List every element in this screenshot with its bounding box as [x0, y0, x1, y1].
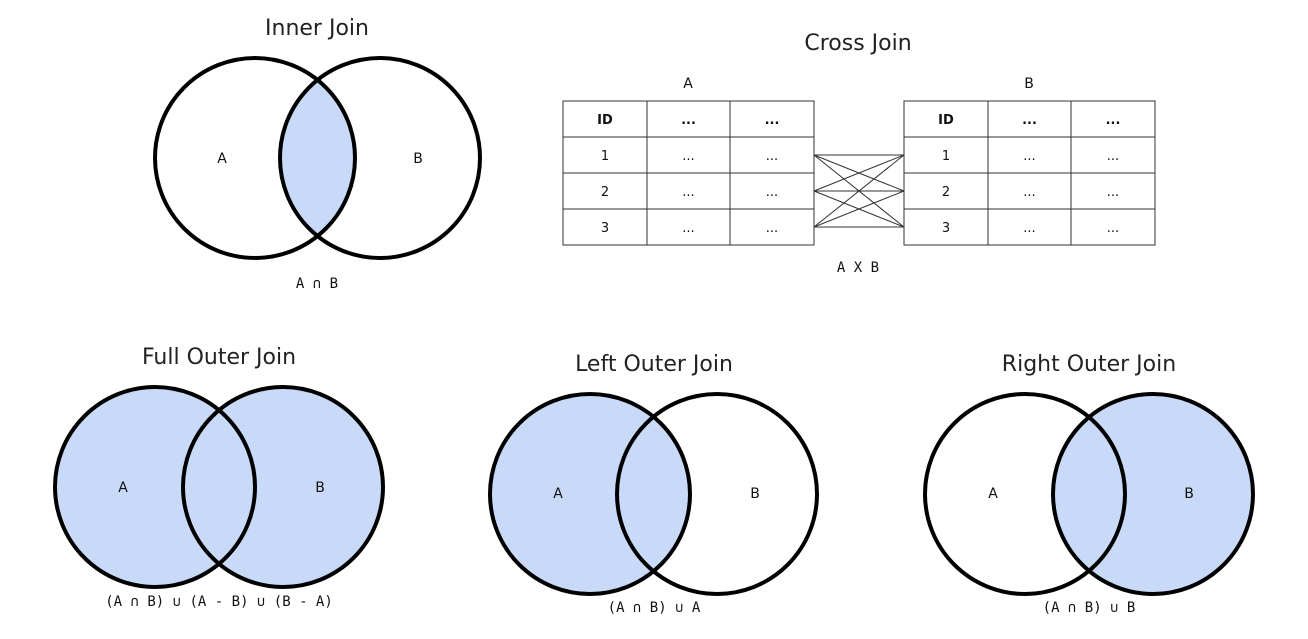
right-fill-b — [1053, 394, 1253, 594]
table-b-cell-text: 1 — [942, 149, 950, 164]
table-a-cell — [729, 208, 815, 246]
table-b-cell — [1070, 136, 1156, 174]
left-fill-a — [490, 394, 690, 594]
cross-link-line — [813, 190, 905, 228]
table-a-cell-text: ... — [682, 149, 694, 164]
table-b-header-cell: ID — [938, 113, 954, 128]
right-circle-b — [1051, 392, 1255, 596]
full-label-a: A — [118, 480, 128, 496]
table-b-cell — [903, 100, 989, 138]
table-b-cell-text: 3 — [942, 221, 950, 236]
table-b-cell — [903, 208, 989, 246]
right-label-b: B — [1184, 486, 1194, 502]
table-b-cell-text: ... — [1023, 149, 1035, 164]
table-a-cell — [646, 208, 731, 246]
cross-join-diagram: Cross Join A B ID...... 1...... 2...... 3..… — [562, 31, 1156, 276]
cross-formula: A X B — [837, 260, 879, 276]
cross-links — [813, 154, 905, 228]
full-formula: (A ∩ B) ∪ (A - B) ∪ (B - A) — [105, 594, 333, 610]
table-a-cell-text: ... — [682, 221, 694, 236]
table-b-cell-text: ... — [1107, 221, 1119, 236]
table-a-cell — [729, 100, 815, 138]
left-label-b: B — [750, 486, 760, 502]
inner-circle-b — [278, 56, 482, 260]
table-a-label: A — [683, 76, 693, 92]
left-formula: (A ∩ B) ∪ A — [608, 600, 701, 616]
left-circle-a — [488, 392, 692, 596]
table-b-cell-text: ... — [1107, 149, 1119, 164]
right-outer-join-diagram: Right Outer Join A B (A ∩ B) ∪ B — [923, 352, 1255, 616]
table-b-cell-text: ... — [1023, 185, 1035, 200]
cross-join-title: Cross Join — [804, 31, 911, 56]
full-circle-a — [53, 385, 257, 589]
left-outer-join-title: Left Outer Join — [575, 352, 733, 377]
table-a-cell-text: 1 — [601, 149, 609, 164]
table-b-cell — [987, 208, 1072, 246]
inner-label-b: B — [413, 151, 423, 167]
table-a-cell — [562, 136, 648, 174]
table-b-cell — [1070, 172, 1156, 210]
table-a-cell-text: ... — [766, 221, 778, 236]
cross-link-line — [813, 154, 905, 192]
table-a-header-cell: ... — [681, 113, 696, 128]
table-a-cell-text: 3 — [601, 221, 609, 236]
table-b-header-cell: ... — [1106, 113, 1121, 128]
full-fill-b — [183, 387, 383, 587]
table-a-cell-text: ... — [682, 185, 694, 200]
full-outer-join-title: Full Outer Join — [142, 345, 296, 370]
table-b-cell-text: ... — [1107, 185, 1119, 200]
table-a-header-cell: ID — [597, 113, 613, 128]
full-outer-join-diagram: Full Outer Join A B (A ∩ B) ∪ (A - B) ∪ … — [53, 345, 385, 610]
table-b-label: B — [1024, 76, 1034, 92]
inner-intersection-fill — [280, 58, 355, 258]
full-label-b: B — [315, 480, 325, 496]
table-a-cell-text: ... — [766, 185, 778, 200]
table-a-cell-text: 2 — [601, 185, 609, 200]
table-a-cell — [729, 172, 815, 210]
table-b-cell — [903, 172, 989, 210]
table-a-cell-text: ... — [766, 149, 778, 164]
table-b: ID...... 1...... 2...... 3...... — [903, 100, 1156, 246]
right-label-a: A — [988, 486, 998, 502]
table-b-cell — [987, 172, 1072, 210]
right-formula: (A ∩ B) ∪ B — [1043, 600, 1136, 616]
inner-join-diagram: Inner Join A B A ∩ B — [153, 16, 482, 292]
table-b-cell-text: ... — [1023, 221, 1035, 236]
inner-join-title: Inner Join — [265, 16, 369, 41]
table-b-cell — [1070, 208, 1156, 246]
table-a-header-cell: ... — [765, 113, 780, 128]
table-a-cell — [729, 136, 815, 174]
table-b-cell-text: 2 — [942, 185, 950, 200]
inner-circle-a — [153, 56, 357, 260]
inner-label-a: A — [217, 151, 227, 167]
full-circle-b — [181, 385, 385, 589]
table-a-cell — [562, 100, 648, 138]
inner-formula: A ∩ B — [296, 276, 338, 292]
left-circle-b — [615, 392, 819, 596]
table-b-header-cell: ... — [1022, 113, 1037, 128]
right-circle-a — [923, 392, 1127, 596]
cross-link-line — [813, 154, 905, 228]
left-outer-join-diagram: Left Outer Join A B (A ∩ B) ∪ A — [488, 352, 819, 616]
right-outer-join-title: Right Outer Join — [1002, 352, 1176, 377]
table-a: ID...... 1...... 2...... 3...... — [562, 100, 815, 246]
left-label-a: A — [553, 486, 563, 502]
